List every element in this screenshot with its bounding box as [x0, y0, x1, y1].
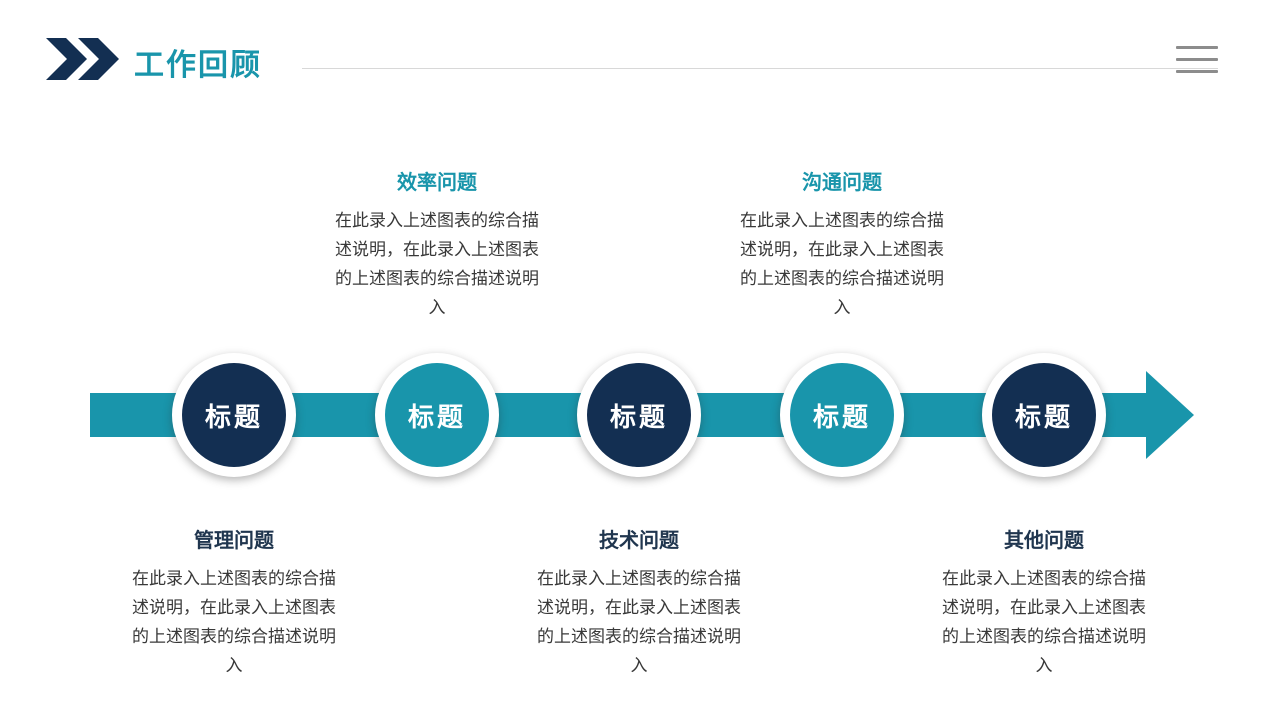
callout-body-line: 入 [1035, 656, 1053, 675]
callout-body-line: 入 [630, 656, 648, 675]
timeline-node-3: 标题 [577, 353, 701, 477]
callout-top-2: 沟通问题 在此录入上述图表的综合描 述说明，在此录入上述图表 的上述图表的综合描… [717, 166, 967, 322]
callout-body-line: 入 [225, 656, 243, 675]
callout-body: 在此录入上述图表的综合描 述说明，在此录入上述图表 的上述图表的综合描述说明 入 [919, 564, 1169, 680]
callout-body: 在此录入上述图表的综合描 述说明，在此录入上述图表 的上述图表的综合描述说明 入 [109, 564, 359, 680]
callout-body-line: 的上述图表的综合描述说明 [740, 269, 944, 288]
callout-body-line: 述说明，在此录入上述图表 [132, 598, 336, 617]
timeline-node-2: 标题 [375, 353, 499, 477]
callout-heading: 沟通问题 [802, 172, 882, 194]
hamburger-line [1176, 46, 1218, 49]
timeline-node-circle: 标题 [587, 363, 691, 467]
timeline-node-circle: 标题 [385, 363, 489, 467]
timeline-node-4: 标题 [780, 353, 904, 477]
callout-body: 在此录入上述图表的综合描 述说明，在此录入上述图表 的上述图表的综合描述说明 入 [514, 564, 764, 680]
timeline-node-label: 标题 [609, 401, 668, 432]
callout-body-line: 述说明，在此录入上述图表 [537, 598, 741, 617]
callout-body-line: 在此录入上述图表的综合描 [132, 569, 336, 588]
callout-bottom-2: 技术问题 在此录入上述图表的综合描 述说明，在此录入上述图表 的上述图表的综合描… [514, 524, 764, 680]
callout-heading: 其他问题 [1004, 530, 1084, 552]
timeline-node-label: 标题 [1014, 401, 1073, 432]
callout-body-line: 述说明，在此录入上述图表 [335, 240, 539, 259]
timeline-node-label: 标题 [204, 401, 263, 432]
callout-body-line: 在此录入上述图表的综合描 [942, 569, 1146, 588]
callout-bottom-1: 管理问题 在此录入上述图表的综合描 述说明，在此录入上述图表 的上述图表的综合描… [109, 524, 359, 680]
timeline-node-label: 标题 [407, 401, 466, 432]
callout-body-line: 在此录入上述图表的综合描 [335, 211, 539, 230]
callout-body-line: 述说明，在此录入上述图表 [942, 598, 1146, 617]
page-title: 工作回顾 [134, 49, 262, 82]
callout-heading: 技术问题 [599, 530, 679, 552]
header-divider [302, 68, 1218, 69]
timeline-node-label: 标题 [812, 401, 871, 432]
hamburger-menu-icon[interactable] [1176, 46, 1218, 82]
timeline-node-1: 标题 [172, 353, 296, 477]
callout-body: 在此录入上述图表的综合描 述说明，在此录入上述图表 的上述图表的综合描述说明 入 [312, 206, 562, 322]
callout-body-line: 的上述图表的综合描述说明 [942, 627, 1146, 646]
hamburger-line [1176, 70, 1218, 73]
double-chevron-icon [44, 37, 122, 81]
callout-body-line: 的上述图表的综合描述说明 [335, 269, 539, 288]
callout-body: 在此录入上述图表的综合描 述说明，在此录入上述图表 的上述图表的综合描述说明 入 [717, 206, 967, 322]
hamburger-line [1176, 58, 1218, 61]
callout-heading: 效率问题 [397, 172, 477, 194]
callout-body-line: 在此录入上述图表的综合描 [740, 211, 944, 230]
callout-heading: 管理问题 [194, 530, 274, 552]
timeline-node-circle: 标题 [790, 363, 894, 467]
timeline-arrowhead [1146, 371, 1194, 459]
callout-body-line: 的上述图表的综合描述说明 [537, 627, 741, 646]
callout-body-line: 入 [833, 298, 851, 317]
callout-body-line: 在此录入上述图表的综合描 [537, 569, 741, 588]
timeline-node-circle: 标题 [182, 363, 286, 467]
callout-body-line: 述说明，在此录入上述图表 [740, 240, 944, 259]
callout-body-line: 入 [428, 298, 446, 317]
callout-bottom-3: 其他问题 在此录入上述图表的综合描 述说明，在此录入上述图表 的上述图表的综合描… [919, 524, 1169, 680]
callout-body-line: 的上述图表的综合描述说明 [132, 627, 336, 646]
timeline-node-5: 标题 [982, 353, 1106, 477]
callout-top-1: 效率问题 在此录入上述图表的综合描 述说明，在此录入上述图表 的上述图表的综合描… [312, 166, 562, 322]
timeline-node-circle: 标题 [992, 363, 1096, 467]
